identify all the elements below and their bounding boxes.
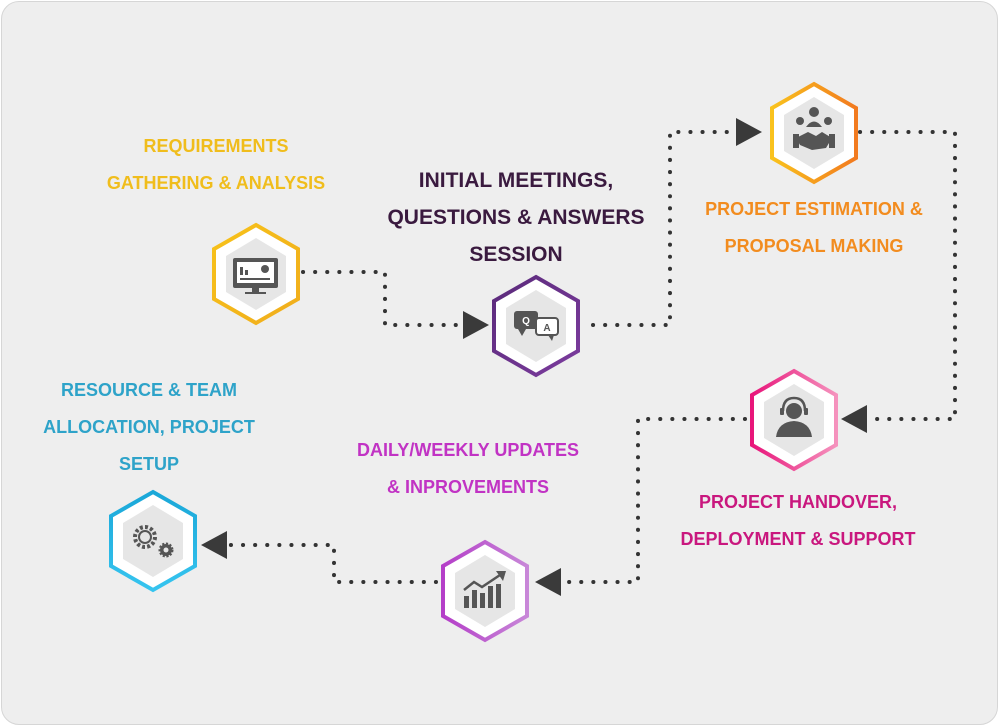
arrow-to-updates-icon <box>535 568 561 596</box>
svg-text:A: A <box>543 323 550 334</box>
step-label-estimation: PROJECT ESTIMATION & PROPOSAL MAKING <box>696 200 932 260</box>
step-node-requirements <box>212 222 300 326</box>
step-label-updates: DAILY/WEEKLY UPDATES & INPROVEMENTS <box>346 441 590 501</box>
step-label-handover: PROJECT HANDOVER, DEPLOYMENT & SUPPORT <box>670 493 926 553</box>
label-line: GATHERING & ANALYSIS <box>106 173 326 193</box>
label-line: DAILY/WEEKLY UPDATES <box>356 440 580 460</box>
label-line: RESOURCE & TEAM <box>60 380 237 400</box>
monitor-dashboard-icon <box>233 258 278 294</box>
svg-text:Q: Q <box>522 316 530 327</box>
connector-meetings-to-estimation <box>591 130 737 327</box>
step-node-handover <box>750 368 838 472</box>
label-line: REQUIREMENTS <box>143 136 289 156</box>
arrow-to-estimation-icon <box>736 118 762 146</box>
support-headset-icon <box>776 396 812 437</box>
step-node-updates <box>441 539 529 643</box>
label-line: ALLOCATION, PROJECT <box>43 417 255 437</box>
step-label-resource: RESOURCE & TEAM ALLOCATION, PROJECT SETU… <box>36 381 262 477</box>
label-line: QUESTIONS & ANSWERS <box>387 206 645 229</box>
connector-estimation-to-handover <box>858 130 957 421</box>
gears-icon <box>133 525 174 558</box>
step-label-initial-meetings: INITIAL MEETINGS, QUESTIONS & ANSWERS SE… <box>376 170 656 270</box>
label-line: PROPOSAL MAKING <box>724 236 904 256</box>
connector-updates-to-resource <box>228 543 438 584</box>
label-line: INITIAL MEETINGS, <box>418 169 614 192</box>
label-line: PROJECT HANDOVER, <box>698 492 898 512</box>
step-node-initial-meetings: Q A <box>492 274 580 378</box>
arrow-to-handover-icon <box>841 405 867 433</box>
connector-requirements-to-meetings <box>301 270 464 327</box>
handshake-deal-icon <box>793 107 835 150</box>
label-line: PROJECT ESTIMATION & <box>705 199 923 219</box>
label-line: SETUP <box>118 454 179 474</box>
label-line: DEPLOYMENT & SUPPORT <box>680 529 916 549</box>
arrow-to-resource-icon <box>201 531 227 559</box>
connectors <box>228 130 957 584</box>
arrow-to-meetings-icon <box>463 311 489 339</box>
label-line: SESSION <box>469 243 563 266</box>
step-label-requirements: REQUIREMENTS GATHERING & ANALYSIS <box>100 137 332 197</box>
step-node-resource <box>109 489 197 593</box>
qa-chat-icon: Q A <box>514 311 559 341</box>
label-line: & INPROVEMENTS <box>386 477 550 497</box>
growth-chart-icon <box>463 571 506 608</box>
step-node-estimation <box>770 81 858 185</box>
